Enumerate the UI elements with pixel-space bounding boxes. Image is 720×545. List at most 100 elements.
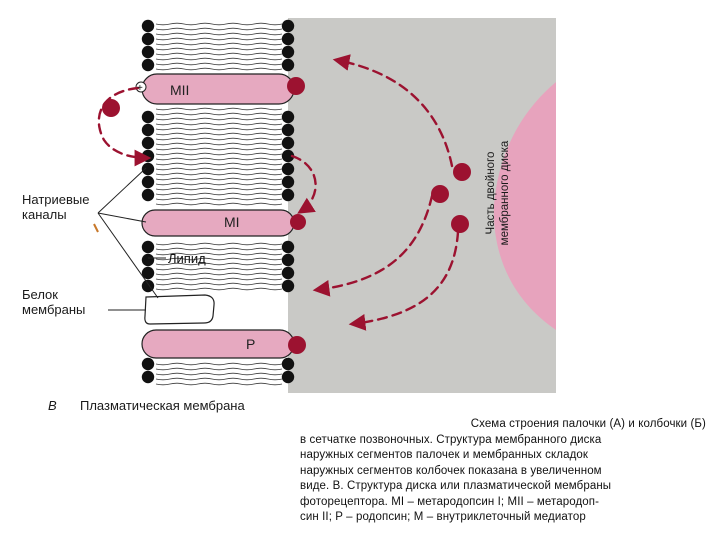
mediator-free-3 [451, 215, 469, 233]
caption-line-6: фоторецептора. MI – метародопсин I; MII … [300, 495, 600, 508]
label-plasma-membrane: Плазматическая мембрана [80, 398, 245, 413]
lipid-head [141, 279, 155, 293]
lipid-tail [155, 362, 283, 366]
lipid-tail [155, 192, 283, 196]
lipid-head [141, 136, 155, 150]
lipid-tail [155, 57, 283, 61]
label-membrane-protein: Белок мембраны [22, 287, 86, 317]
leader-channel-2 [97, 212, 147, 223]
lipid-head [141, 266, 155, 280]
lipid-head [141, 45, 155, 59]
lipid-head [281, 175, 295, 189]
lipid-head [281, 188, 295, 202]
arrow-mi-loop [290, 154, 317, 214]
plus-sign: + [137, 83, 143, 94]
lipid-head [141, 110, 155, 124]
lipid-tail [155, 252, 283, 256]
lipid-tail [155, 42, 283, 46]
lipid-tail [155, 62, 283, 66]
lipid-head [281, 162, 295, 176]
lipid-tail [155, 117, 283, 121]
lipid-head [281, 357, 295, 371]
lipid-head [141, 32, 155, 46]
label-disk-part: Часть двойного мембранного диска [485, 140, 511, 246]
lipid-tail [155, 182, 283, 186]
lipid-tail [155, 132, 283, 136]
caption-line-3: наружных сегментов палочек и мембранных … [300, 449, 589, 461]
lipid-head [141, 162, 155, 176]
lipid-tail [155, 142, 283, 146]
caption-line-5: виде. В. Структура диска или плазматичес… [300, 480, 612, 492]
mediator-mi [290, 214, 306, 230]
lipid-tail [155, 202, 283, 206]
lipid-head [281, 149, 295, 163]
lipid-head [141, 123, 155, 137]
lipid-tail [155, 107, 283, 111]
mediator-left [102, 99, 120, 117]
lipid-tail [155, 112, 283, 116]
lipid-tail [155, 37, 283, 41]
channel-tick [93, 223, 99, 233]
mediator-p [288, 336, 306, 354]
mediator-free-1 [453, 163, 471, 181]
lipid-head [281, 253, 295, 267]
lipid-head [281, 266, 295, 280]
lipid-head [281, 279, 295, 293]
lipid-head [281, 136, 295, 150]
lipid-head [281, 370, 295, 384]
lipid-tail [155, 282, 283, 286]
lipid-head [141, 58, 155, 72]
mediator-mii [287, 77, 305, 95]
lipid-head [141, 188, 155, 202]
lipid-tail [155, 172, 283, 176]
lipid-tail [155, 247, 283, 251]
caption-line-1: Схема строения палочки (А) и колбочки (Б… [470, 418, 706, 430]
lipid-tail [155, 137, 283, 141]
lipid-head [281, 110, 295, 124]
caption-line-7: син II; P – родопсин; M – внутриклеточны… [300, 511, 586, 523]
lipid-tail [155, 162, 283, 166]
membrane-protein-white [144, 294, 215, 325]
protein-mi [141, 209, 295, 237]
lipid-tail [155, 177, 283, 181]
lipid-tail [155, 187, 283, 191]
plus-marker [135, 81, 147, 93]
lipid-head [141, 149, 155, 163]
leader-channel-1 [97, 167, 147, 214]
lipid-tail [155, 157, 283, 161]
label-mi: MI [224, 214, 240, 230]
lipid-tail [155, 287, 283, 291]
protein-mii [141, 73, 295, 105]
lipid-head [141, 370, 155, 384]
figure-caption: Схема строения палочки (А) и колбочки (Б… [300, 417, 710, 526]
lipid-tail [155, 242, 283, 246]
lipid-head [141, 253, 155, 267]
lipid-tail [155, 167, 283, 171]
lipid-tail [155, 372, 283, 376]
lipid-tail [155, 377, 283, 381]
label-lipid: Липид [168, 251, 206, 266]
lipid-tail [155, 122, 283, 126]
lipid-tail [155, 127, 283, 131]
lipid-tail [155, 147, 283, 151]
lipid-tail [155, 32, 283, 36]
double-disk-membrane [493, 82, 556, 330]
lipid-tail [155, 67, 283, 71]
lipid-tail [155, 22, 283, 26]
label-p: P [246, 336, 255, 352]
lipid-tail [155, 197, 283, 201]
lipid-head [281, 58, 295, 72]
lipid-tail [155, 277, 283, 281]
lipid-tails [155, 22, 283, 386]
arrow-bottom-arc [348, 230, 460, 331]
lipid-head [141, 175, 155, 189]
lipid-tail [155, 257, 283, 261]
lipid-tail [155, 262, 283, 266]
lipid-head [141, 240, 155, 254]
label-sodium-channels: Натриевые каналы [22, 192, 90, 222]
lipid-tail [155, 267, 283, 271]
label-mii: MII [170, 82, 189, 98]
lipid-head [141, 19, 155, 33]
